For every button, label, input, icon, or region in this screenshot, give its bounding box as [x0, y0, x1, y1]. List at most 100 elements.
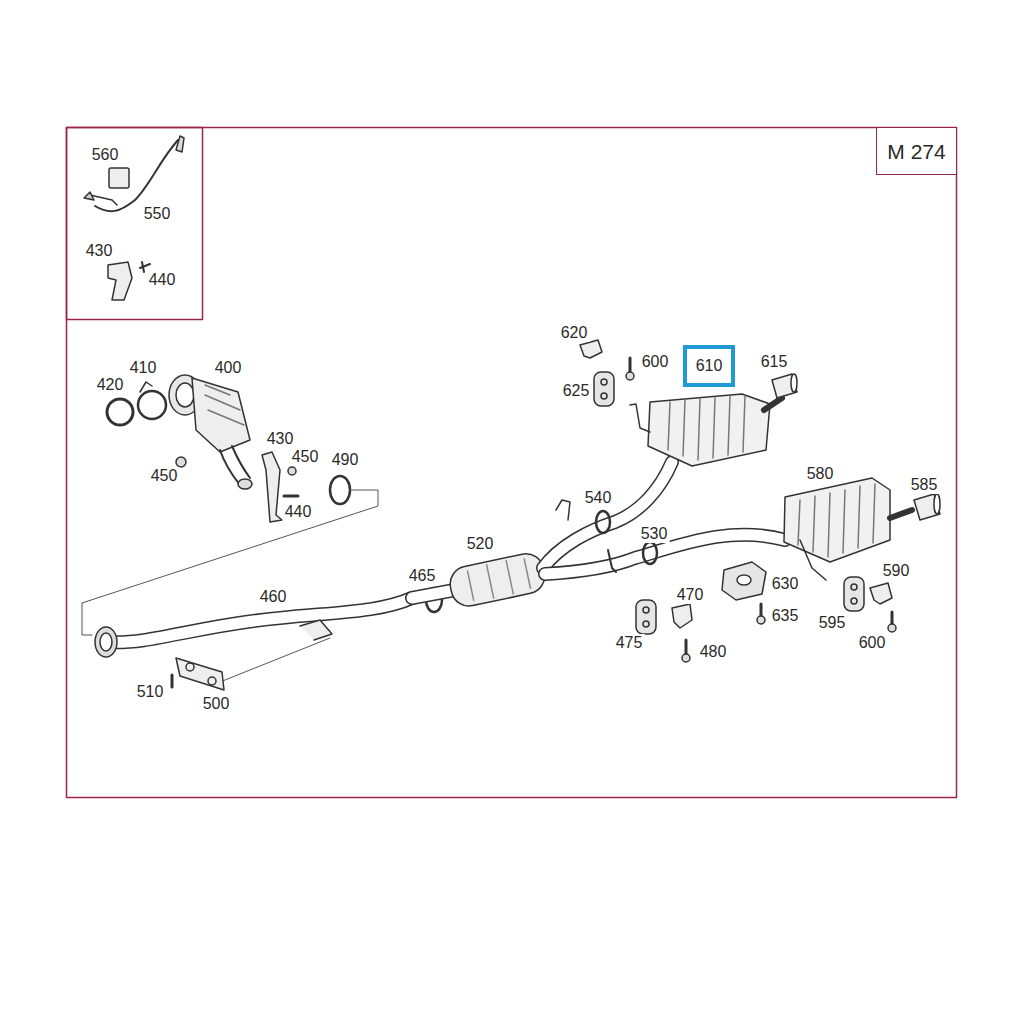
front-pipe-460 [95, 598, 412, 684]
callout-number: 595 [817, 614, 848, 632]
hangers-part [636, 600, 656, 634]
catalytic-converter-front-part [176, 383, 194, 407]
muffler-610-part [764, 398, 782, 410]
callout-number: 450 [290, 448, 321, 466]
oxygen-sensor-part [84, 192, 94, 200]
tailpipe-615 [772, 374, 797, 398]
tailpipe-585-part [934, 494, 940, 514]
gasket-500 [172, 658, 224, 690]
y-pipe-part [556, 500, 570, 520]
hangers-part [844, 577, 864, 611]
mount-630-part [737, 575, 751, 585]
gasket-and-clamp-part [176, 457, 186, 467]
hangers-part [851, 598, 857, 604]
bracket-430-part [284, 495, 298, 498]
gasket-500-part [171, 675, 174, 687]
callout-number: 420 [95, 376, 126, 394]
callout-number: 600 [640, 353, 671, 371]
part-box: 610 [683, 345, 735, 387]
gasket-and-clamp-part [138, 391, 166, 419]
callout-number: 620 [559, 324, 590, 342]
oxygen-sensor [84, 136, 184, 211]
callout-number: 625 [561, 382, 592, 400]
hangers-part [601, 379, 607, 385]
hangers-part [643, 607, 649, 613]
callout-number: 465 [407, 567, 438, 585]
callout-number: 400 [213, 359, 244, 377]
gasket-and-clamp-part [107, 399, 133, 425]
callout-number: 560 [90, 146, 121, 164]
callout-number: 490 [330, 451, 361, 469]
brackets-and-bolts-part [626, 372, 634, 380]
oxygen-sensor-part [176, 136, 184, 152]
callout-number: 520 [465, 535, 496, 553]
clamps-540-530-part [643, 542, 657, 564]
callout-number: 610 [696, 358, 723, 374]
front-pipe-460-part [215, 638, 330, 684]
muffler-610-part [630, 404, 650, 432]
muffler-580-part [890, 510, 912, 518]
inset-bracket-part [108, 262, 132, 300]
catalytic-converter-front-part [238, 479, 252, 489]
brackets-and-bolts-part [672, 604, 692, 628]
callout-number: 440 [147, 271, 178, 289]
callout-number: 540 [583, 489, 614, 507]
catalytic-converter-520-part-part [447, 550, 548, 609]
y-pipe [543, 462, 785, 574]
callout-number: 480 [698, 643, 729, 661]
callout-number: 635 [770, 607, 801, 625]
callout-number: 590 [881, 562, 912, 580]
brackets-and-bolts-part [888, 624, 896, 632]
callout-number: 470 [675, 586, 706, 604]
hangers-part [594, 372, 614, 406]
callout-number: 550 [142, 205, 173, 223]
front-pipe-460-part [95, 627, 117, 657]
clamps-540-530-part [596, 511, 610, 533]
hangers [594, 372, 864, 634]
callout-number: 630 [770, 575, 801, 593]
part-box: M 274 [876, 127, 957, 175]
brackets-and-bolts-part [580, 340, 602, 358]
hangers-part [601, 393, 607, 399]
callout-number: 440 [283, 503, 314, 521]
hangers-part [851, 584, 857, 590]
callout-number: 410 [128, 359, 159, 377]
muffler-580-part [798, 484, 875, 557]
inset-bracket [108, 262, 150, 300]
callout-number: 450 [149, 467, 180, 485]
callout-number: 600 [857, 634, 888, 652]
brackets-and-bolts-part [682, 654, 690, 662]
frame-part [67, 128, 203, 320]
brackets-and-bolts-part [757, 616, 765, 624]
callout-number: 615 [759, 353, 790, 371]
bracket-430-part [262, 452, 282, 522]
muffler-580-part [784, 478, 890, 562]
gasket-and-clamp [107, 382, 186, 467]
gasket-500-part [208, 677, 216, 685]
frame [67, 128, 957, 798]
callout-number: 580 [805, 465, 836, 483]
catalytic-converter-520-part [412, 590, 455, 598]
brackets-and-bolts [580, 340, 896, 662]
hangers-part [643, 621, 649, 627]
tailpipe-585-part [914, 494, 940, 520]
callout-number: 475 [614, 634, 645, 652]
y-pipe-part [608, 550, 616, 572]
front-pipe-460-part [100, 633, 112, 651]
muffler-580-part [800, 540, 826, 580]
muffler-610-part [668, 396, 745, 460]
bracket-430-part [288, 467, 296, 475]
muffler-610-part [648, 394, 770, 466]
oxygen-sensor-part [109, 168, 129, 188]
callout-number: 510 [135, 683, 166, 701]
catalytic-converter-520-part-part [467, 557, 531, 602]
gasket-500-part [186, 663, 194, 671]
frame-part [67, 128, 957, 798]
gasket-500-part [176, 658, 224, 690]
catalytic-converter-front-part [192, 378, 250, 452]
callout-number: 500 [201, 695, 232, 713]
mount-630-part [722, 562, 766, 600]
